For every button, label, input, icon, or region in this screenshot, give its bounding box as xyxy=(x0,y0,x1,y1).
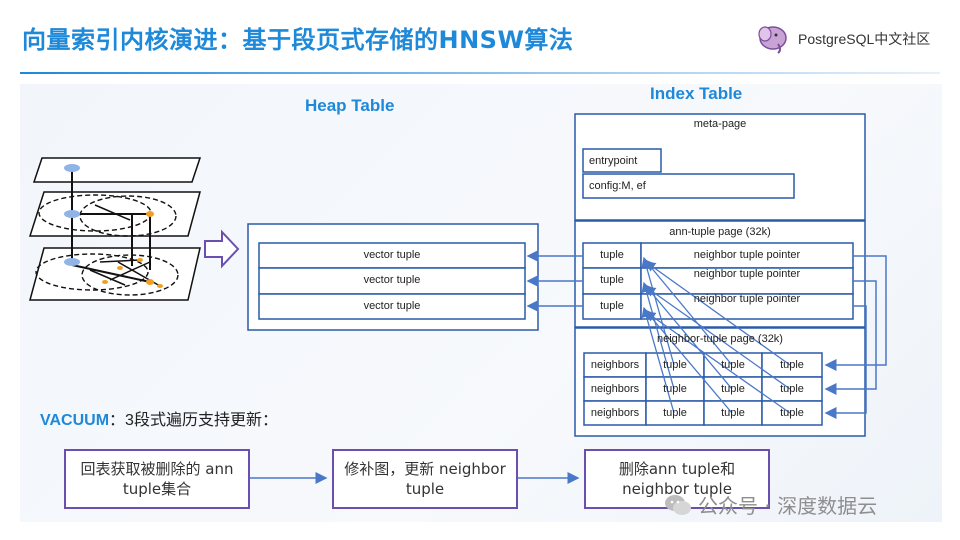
ann-pointer-2: neighbor tuple pointer xyxy=(693,268,801,280)
neighbors-cell: neighbors xyxy=(590,383,640,395)
neighbor-tuple-cell: tuple xyxy=(663,359,687,371)
ann-tuple-page-label: ann-tuple page (32k) xyxy=(669,226,771,238)
page-title: 向量索引内核演进：基于段页式存储的HNSW算法 xyxy=(22,26,574,54)
neighbor-tuple-cell: tuple xyxy=(663,407,687,419)
header-divider xyxy=(20,72,940,74)
ann-pointer-1: neighbor tuple pointer xyxy=(693,249,801,261)
config-field: config:M, ef xyxy=(589,180,646,192)
neighbors-cell: neighbors xyxy=(590,407,640,419)
heap-vector-tuple-2: vector tuple xyxy=(363,274,421,286)
vacuum-step-1: 回表获取被删除的 ann tuple集合 xyxy=(64,449,250,509)
neighbor-tuple-cell: tuple xyxy=(721,359,745,371)
elephant-logo-icon xyxy=(758,26,787,54)
vacuum-label: VACUUM xyxy=(40,412,110,429)
heap-vector-tuple-3: vector tuple xyxy=(363,300,421,312)
entrypoint-field: entrypoint xyxy=(589,155,638,167)
neighbor-tuple-cell: tuple xyxy=(663,383,687,395)
meta-page-label: meta-page xyxy=(693,118,747,130)
vacuum-heading: VACUUM：3段式遍历支持更新： xyxy=(40,406,278,430)
index-table-heading: Index Table xyxy=(650,84,743,103)
wechat-icon xyxy=(665,494,691,515)
ann-tuple-3: tuple xyxy=(600,300,624,312)
transform-arrow xyxy=(204,229,240,269)
neighbor-tuple-cell: tuple xyxy=(721,383,745,395)
watermark-text: 公众号 · 深度数据云 xyxy=(698,494,878,518)
neighbors-cell: neighbors xyxy=(590,359,640,371)
brand: PostgreSQL中文社区 xyxy=(756,24,930,54)
neighbor-tuple-cell: tuple xyxy=(780,383,804,395)
heap-table-heading: Heap Table xyxy=(305,96,395,115)
vacuum-colon: ： xyxy=(109,412,126,429)
brand-name: PostgreSQL中文社区 xyxy=(798,31,931,47)
neighbor-tuple-cell: tuple xyxy=(780,359,804,371)
neighbor-tuple-cell: tuple xyxy=(780,407,804,419)
watermark: 公众号 · 深度数据云 xyxy=(664,490,877,519)
neighbor-tuple-cell: tuple xyxy=(721,407,745,419)
ann-pointer-3: neighbor tuple pointer xyxy=(693,293,801,305)
ann-tuple-2: tuple xyxy=(600,274,624,286)
vacuum-desc: 3段式遍历支持更新： xyxy=(125,412,278,429)
ann-tuple-1: tuple xyxy=(600,249,624,261)
heap-vector-tuple-1: vector tuple xyxy=(363,249,421,261)
vacuum-step-2: 修补图，更新 neighbor tuple xyxy=(332,449,518,509)
neighbor-tuple-page-label: neighbor-tuple page (32k) xyxy=(657,333,783,345)
